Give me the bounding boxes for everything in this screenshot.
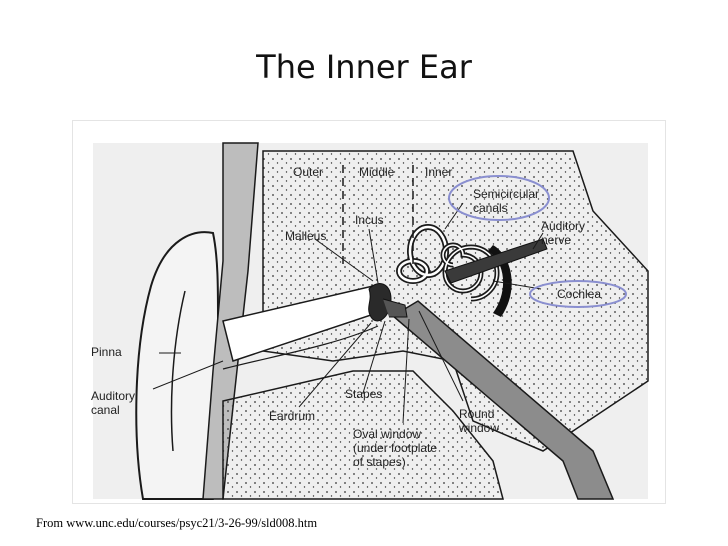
round-window-label: Round window xyxy=(459,407,500,435)
auditory-nerve-label: Auditory nerve xyxy=(541,219,586,247)
slide-title: The Inner Ear xyxy=(256,48,472,86)
region-outer-label: Outer xyxy=(293,165,324,179)
pinna-label: Pinna xyxy=(91,345,122,359)
cochlea-label: Cochlea xyxy=(557,287,602,301)
auditory-nerve-shape xyxy=(444,238,548,284)
cochlea-highlight xyxy=(529,280,627,308)
source-citation: From www.unc.edu/courses/psyc21/3-26-99/… xyxy=(36,516,318,530)
ossicles-shape xyxy=(368,283,392,322)
eardrum-label: Eardrum xyxy=(269,409,316,423)
semicircular-canals-highlight xyxy=(448,175,550,221)
incus-label: Incus xyxy=(355,213,384,227)
auditory-canal-label: Auditory canal xyxy=(91,389,136,417)
semicircular-canals-label: Semicircular canals xyxy=(473,187,540,215)
malleus-label: Malleus xyxy=(285,229,327,243)
oval-window-label: Oval window (under footplate of stapes) xyxy=(353,427,438,469)
region-inner-label: Inner xyxy=(425,165,453,179)
region-middle-label: Middle xyxy=(359,165,395,179)
stapes-label: Stapes xyxy=(345,387,383,401)
temporal-bone xyxy=(262,150,649,452)
ear-anatomy-drawing xyxy=(93,142,649,500)
ear-diagram: Outer Middle Inner Semicircular canals A… xyxy=(72,120,666,504)
